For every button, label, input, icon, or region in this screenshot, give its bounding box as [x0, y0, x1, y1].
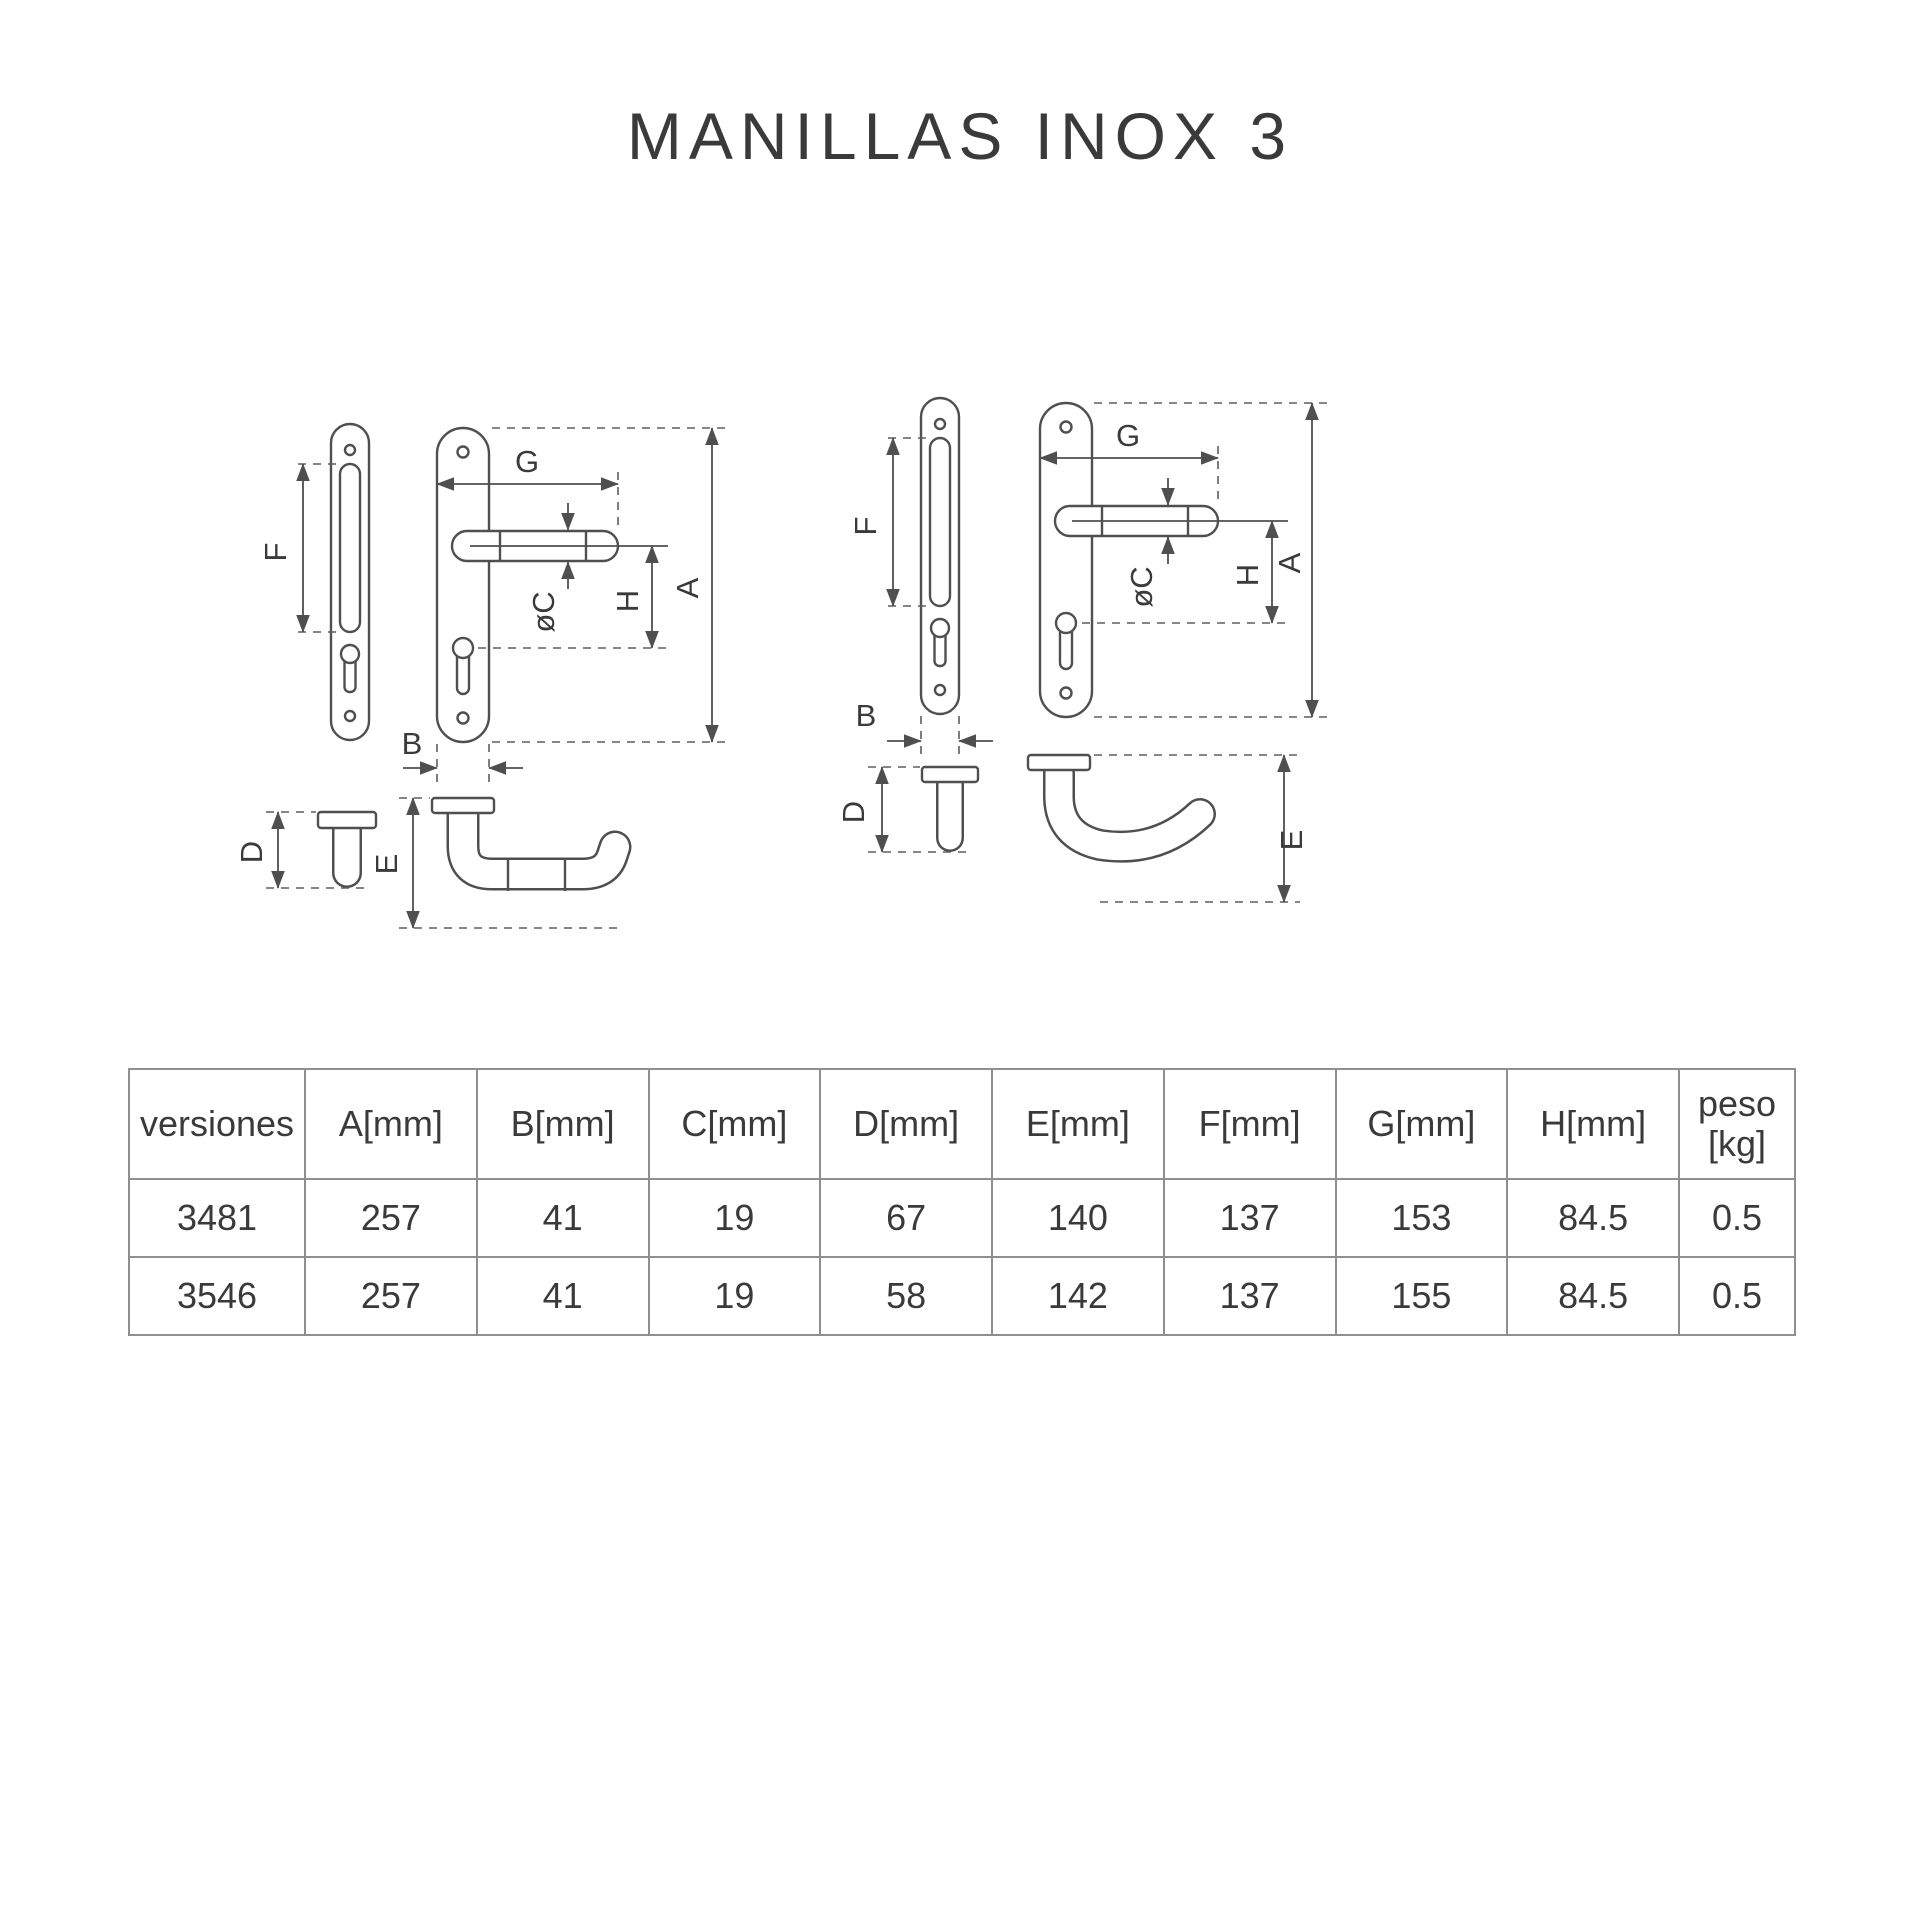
- dim-G-left: G: [436, 444, 619, 528]
- dim-label-F-left: F: [258, 543, 293, 562]
- dim-label-B-left: B: [402, 726, 423, 761]
- cell-B: 41: [475, 1178, 650, 1258]
- dim-label-G-right: G: [1116, 418, 1140, 453]
- column-header-H: H[mm]: [1506, 1068, 1680, 1180]
- dim-label-F-right: F: [848, 517, 883, 536]
- screw-hole: [343, 709, 357, 723]
- euro-keyhole: [451, 636, 475, 696]
- cell-A: 257: [304, 1178, 478, 1258]
- dim-label-G-left: G: [515, 444, 539, 479]
- knob-side-view-right: [920, 765, 980, 852]
- euro-keyhole: [339, 643, 361, 694]
- column-header-F: F[mm]: [1162, 1068, 1337, 1180]
- screw-hole: [456, 711, 470, 725]
- cell-C: 19: [647, 1256, 822, 1336]
- handle-slot: [338, 462, 362, 634]
- dim-C-left: øC: [526, 503, 575, 633]
- dim-B-left: B: [402, 726, 523, 784]
- cell-G: 153: [1334, 1178, 1509, 1258]
- dim-B-right: B: [856, 698, 993, 757]
- screw-hole: [456, 445, 470, 459]
- dim-label-B-right: B: [856, 698, 877, 733]
- cell-G: 155: [1334, 1256, 1509, 1336]
- screw-hole: [1059, 420, 1073, 434]
- cell-version: 3481: [128, 1178, 306, 1258]
- cell-peso: 0.5: [1678, 1178, 1796, 1258]
- dim-label-C-right: øC: [1124, 566, 1159, 607]
- screw-hole: [1059, 686, 1073, 700]
- screw-hole: [933, 683, 947, 697]
- table-row: 3481 257 41 19 67 140 137 153 84.5 0.5: [128, 1178, 1796, 1258]
- cell-A: 257: [304, 1256, 478, 1336]
- euro-keyhole: [1054, 611, 1078, 671]
- dim-A-right: A: [1094, 402, 1330, 718]
- cell-F: 137: [1162, 1178, 1337, 1258]
- column-header-peso: peso [kg]: [1678, 1068, 1796, 1180]
- column-header-versiones: versiones: [128, 1068, 306, 1180]
- dim-E-right: E: [1094, 754, 1309, 903]
- dim-D-right: D: [836, 766, 966, 853]
- column-header-E: E[mm]: [991, 1068, 1165, 1180]
- dim-D-left: D: [234, 811, 364, 889]
- cell-D: 67: [819, 1178, 993, 1258]
- column-header-G: G[mm]: [1334, 1068, 1509, 1180]
- page-title: MANILLAS INOX 3: [626, 99, 1294, 173]
- backplate-front-view-left: [329, 422, 371, 742]
- dim-label-E-left: E: [369, 854, 404, 875]
- cell-peso: 0.5: [1678, 1256, 1796, 1336]
- dim-H-right: H: [1072, 520, 1288, 624]
- cell-E: 140: [991, 1178, 1165, 1258]
- u-handle-side-view-left: [430, 796, 632, 891]
- handle-slot: [928, 436, 952, 608]
- euro-keyhole: [929, 617, 951, 668]
- knob-side-view-left: [316, 810, 378, 888]
- screw-hole: [343, 443, 357, 457]
- cell-H: 84.5: [1506, 1178, 1680, 1258]
- screw-hole: [933, 417, 947, 431]
- cell-D: 58: [819, 1256, 993, 1336]
- dim-label-H-left: H: [610, 590, 645, 612]
- technical-drawings: F G øC: [234, 396, 1330, 929]
- column-header-B: B[mm]: [475, 1068, 650, 1180]
- dimensions-table: versiones A[mm] B[mm] C[mm] D[mm] E[mm] …: [128, 1068, 1796, 1336]
- dim-H-left: H: [470, 545, 668, 649]
- column-header-C: C[mm]: [647, 1068, 822, 1180]
- dim-label-D-right: D: [836, 801, 871, 823]
- dim-label-C-left: øC: [526, 591, 561, 632]
- cell-H: 84.5: [1506, 1256, 1680, 1336]
- table-row: 3546 257 41 19 58 142 137 155 84.5 0.5: [128, 1256, 1796, 1336]
- dim-label-E-right: E: [1274, 830, 1309, 851]
- dim-label-A-left: A: [670, 577, 705, 598]
- table-header-row: versiones A[mm] B[mm] C[mm] D[mm] E[mm] …: [128, 1068, 1796, 1180]
- dim-F-right: F: [848, 437, 926, 607]
- cell-version: 3546: [128, 1256, 306, 1336]
- dim-label-H-right: H: [1230, 564, 1265, 586]
- dim-F-left: F: [258, 463, 336, 633]
- dim-label-D-left: D: [234, 841, 269, 863]
- column-header-A: A[mm]: [304, 1068, 478, 1180]
- cell-F: 137: [1162, 1256, 1337, 1336]
- cell-C: 19: [647, 1178, 822, 1258]
- cell-B: 41: [475, 1256, 650, 1336]
- dim-A-left: A: [492, 427, 728, 743]
- column-header-D: D[mm]: [819, 1068, 993, 1180]
- dim-G-right: G: [1039, 418, 1219, 503]
- dim-E-left: E: [369, 797, 622, 929]
- dim-C-right: øC: [1124, 478, 1175, 608]
- dim-label-A-right: A: [1272, 552, 1307, 573]
- cell-E: 142: [991, 1256, 1165, 1336]
- curved-handle-side-view-right: [1026, 753, 1216, 863]
- backplate-front-view-right: [919, 396, 961, 716]
